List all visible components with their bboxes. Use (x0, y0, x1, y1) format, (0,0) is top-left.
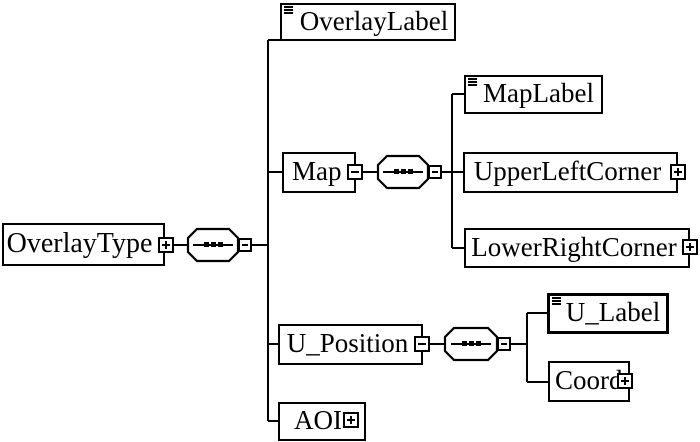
collapse-minus-icon[interactable] (238, 238, 252, 252)
expand-plus-icon[interactable] (670, 164, 686, 180)
expand-plus-icon[interactable] (343, 412, 359, 428)
element-node-overlaytype[interactable]: OverlayType (2, 223, 165, 266)
sequence-compositor-icon[interactable] (376, 154, 430, 190)
text-content-icon (284, 6, 293, 14)
element-label: U_Label (565, 297, 661, 327)
element-node-ulabel[interactable]: U_Label (547, 293, 669, 334)
element-node-upperleftcorner[interactable]: UpperLeftCorner (463, 152, 678, 193)
element-label: AOI (294, 405, 342, 435)
element-node-overlaylabel[interactable]: OverlayLabel (280, 3, 456, 41)
expand-plus-icon[interactable] (682, 239, 698, 255)
sequence-compositor-icon[interactable] (443, 326, 499, 362)
sequence-compositor-icon[interactable] (186, 227, 240, 263)
collapse-minus-icon[interactable] (347, 164, 363, 180)
expand-plus-icon[interactable] (617, 373, 633, 389)
element-label: OverlayType (6, 227, 153, 259)
collapse-minus-icon[interactable] (428, 165, 442, 179)
element-label: LowerRightCorner (471, 231, 677, 262)
collapse-minus-icon[interactable] (497, 337, 511, 351)
element-node-lowerrightcorner[interactable]: LowerRightCorner (464, 228, 690, 268)
element-node-aoi[interactable]: AOI (278, 402, 366, 441)
element-node-coord[interactable]: Coord (548, 361, 630, 402)
collapse-minus-icon[interactable] (414, 336, 430, 352)
element-label: U_Position (286, 328, 409, 358)
expand-plus-icon[interactable] (158, 237, 174, 253)
element-node-uposition[interactable]: U_Position (278, 324, 423, 365)
element-label: UpperLeftCorner (473, 156, 662, 186)
element-label: Coord (555, 365, 623, 395)
element-label: MapLabel (483, 78, 594, 108)
element-label: Map (292, 156, 342, 186)
element-node-maplabel[interactable]: MapLabel (464, 75, 603, 114)
text-content-icon (468, 78, 477, 86)
element-node-map[interactable]: Map (282, 152, 356, 193)
element-label: OverlayLabel (299, 5, 449, 36)
text-content-icon (552, 297, 561, 305)
